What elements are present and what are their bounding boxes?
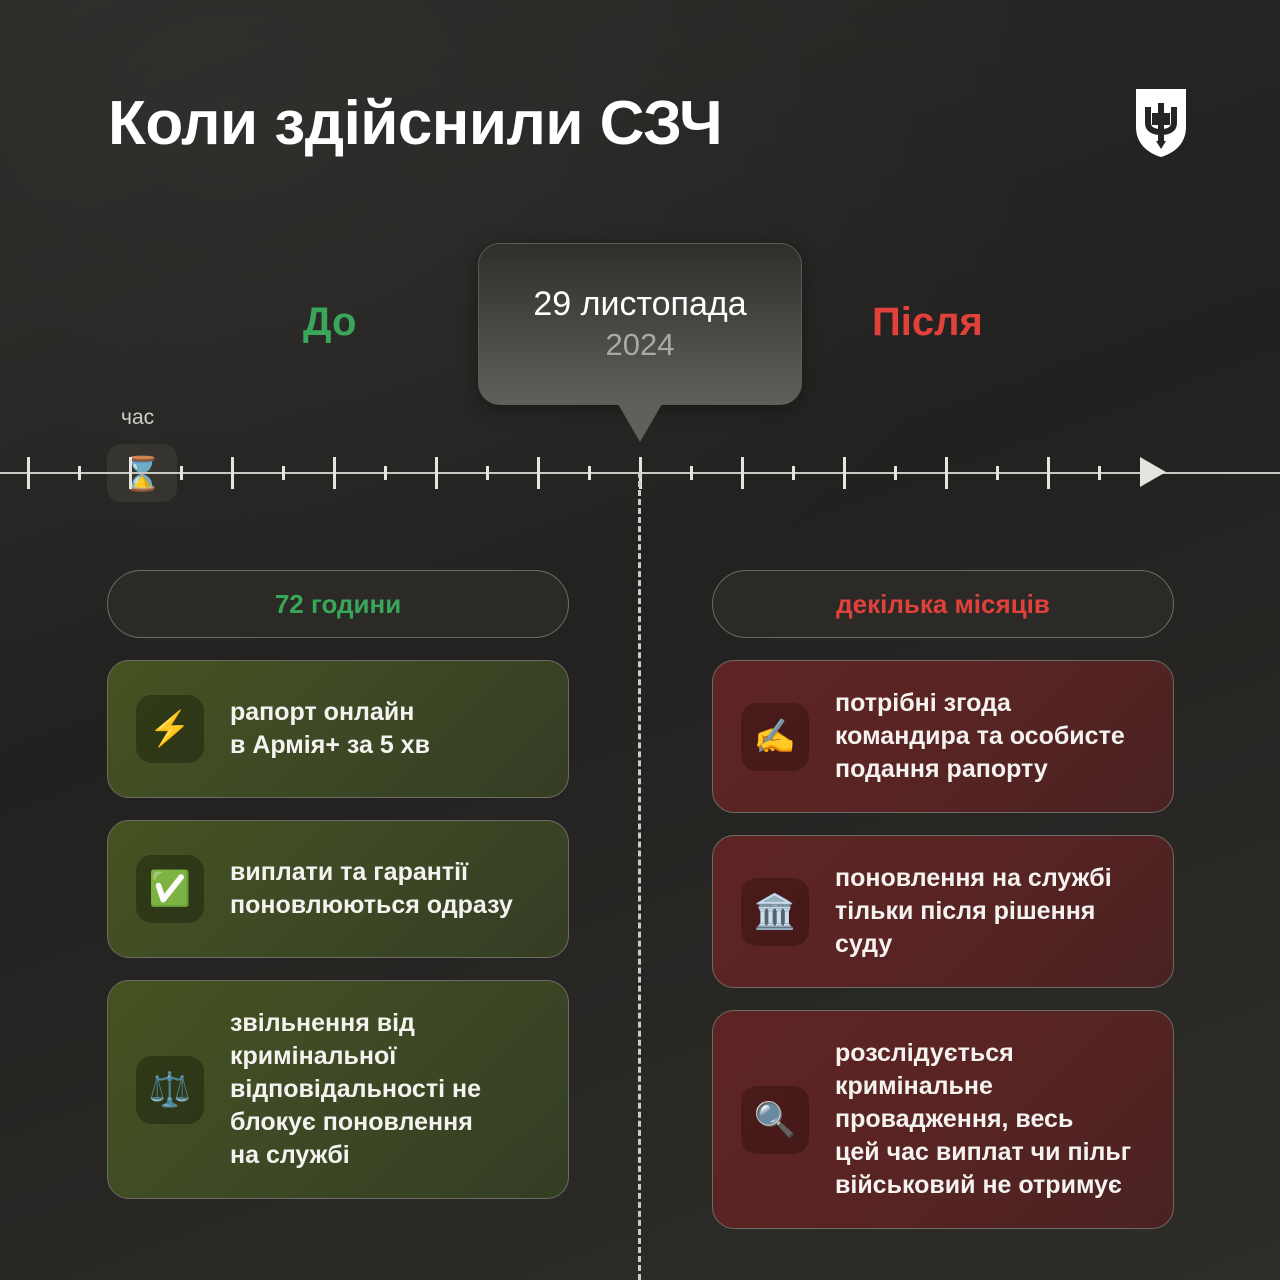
timeline-tick	[78, 466, 81, 480]
timeline-tick	[486, 466, 489, 480]
card-before-2: ✅ виплати та гарантії поновлюються одраз…	[107, 820, 569, 958]
card-before-1: ⚡ рапорт онлайн в Армія+ за 5 хв	[107, 660, 569, 798]
timeline-tick	[537, 457, 540, 489]
timeline-tick	[231, 457, 234, 489]
timeline-tick	[384, 466, 387, 480]
card-after-1-text: потрібні згода командира та особисте под…	[835, 689, 1125, 783]
date-marker-bubble: 29 листопада 2024	[478, 243, 802, 442]
timeline-tick	[1047, 457, 1050, 489]
column-after: декілька місяців ✍️ потрібні згода коман…	[712, 570, 1174, 1229]
timeline-tick	[690, 466, 693, 480]
date-day-label: 29 листопада	[533, 285, 747, 324]
card-after-3-text: розслідується кримінальне провадження, в…	[835, 1039, 1132, 1199]
timeline-tick	[129, 457, 132, 489]
column-before: 72 години ⚡ рапорт онлайн в Армія+ за 5 …	[107, 570, 569, 1199]
card-after-2-text: поновлення на службі тільки після рішенн…	[835, 864, 1112, 958]
bubble-tail	[618, 404, 662, 442]
duration-pill-before: 72 години	[107, 570, 569, 638]
timeline-tick	[588, 466, 591, 480]
right-arrow-icon	[1140, 457, 1166, 487]
card-before-1-text: рапорт онлайн в Армія+ за 5 хв	[230, 698, 430, 759]
timeline-tick	[996, 466, 999, 480]
header: Коли здійснили СЗЧ	[108, 78, 1188, 168]
writing-hand-icon: ✍️	[741, 702, 809, 771]
timeline-tick	[435, 457, 438, 489]
check-mark-icon: ✅	[136, 855, 204, 923]
timeline-divider-dashed	[638, 472, 641, 1280]
lightning-bolt-icon: ⚡	[136, 695, 204, 763]
period-label-after: Після	[872, 300, 983, 344]
date-year-label: 2024	[605, 326, 675, 362]
timeline-tick	[894, 466, 897, 480]
timeline-tick	[792, 466, 795, 480]
page-title: Коли здійснили СЗЧ	[108, 88, 723, 158]
balance-scales-icon: ⚖️	[136, 1055, 204, 1124]
card-after-3: 🔍 розслідується кримінальне провадження,…	[712, 1010, 1174, 1229]
period-label-before: До	[303, 300, 357, 344]
card-before-3-text: звільнення від кримінальної відповідальн…	[230, 1009, 481, 1169]
timeline-tick	[333, 457, 336, 489]
duration-pill-after: декілька місяців	[712, 570, 1174, 638]
time-axis-label: час	[121, 406, 155, 429]
timeline-tick	[180, 466, 183, 480]
card-before-3: ⚖️ звільнення від кримінальної відповіда…	[107, 980, 569, 1199]
card-after-1: ✍️ потрібні згода командира та особисте …	[712, 660, 1174, 813]
timeline-tick	[27, 457, 30, 489]
timeline-tick	[945, 457, 948, 489]
card-before-2-text: виплати та гарантії поновлюються одразу	[230, 858, 513, 919]
magnifying-glass-icon: 🔍	[741, 1085, 809, 1154]
ukraine-trident-shield-icon	[1134, 87, 1188, 159]
card-after-2: 🏛️ поновлення на службі тільки після ріш…	[712, 835, 1174, 988]
timeline-tick	[843, 457, 846, 489]
classical-building-icon: 🏛️	[741, 877, 809, 946]
timeline-tick	[741, 457, 744, 489]
timeline-tick	[1098, 466, 1101, 480]
timeline-tick	[282, 466, 285, 480]
